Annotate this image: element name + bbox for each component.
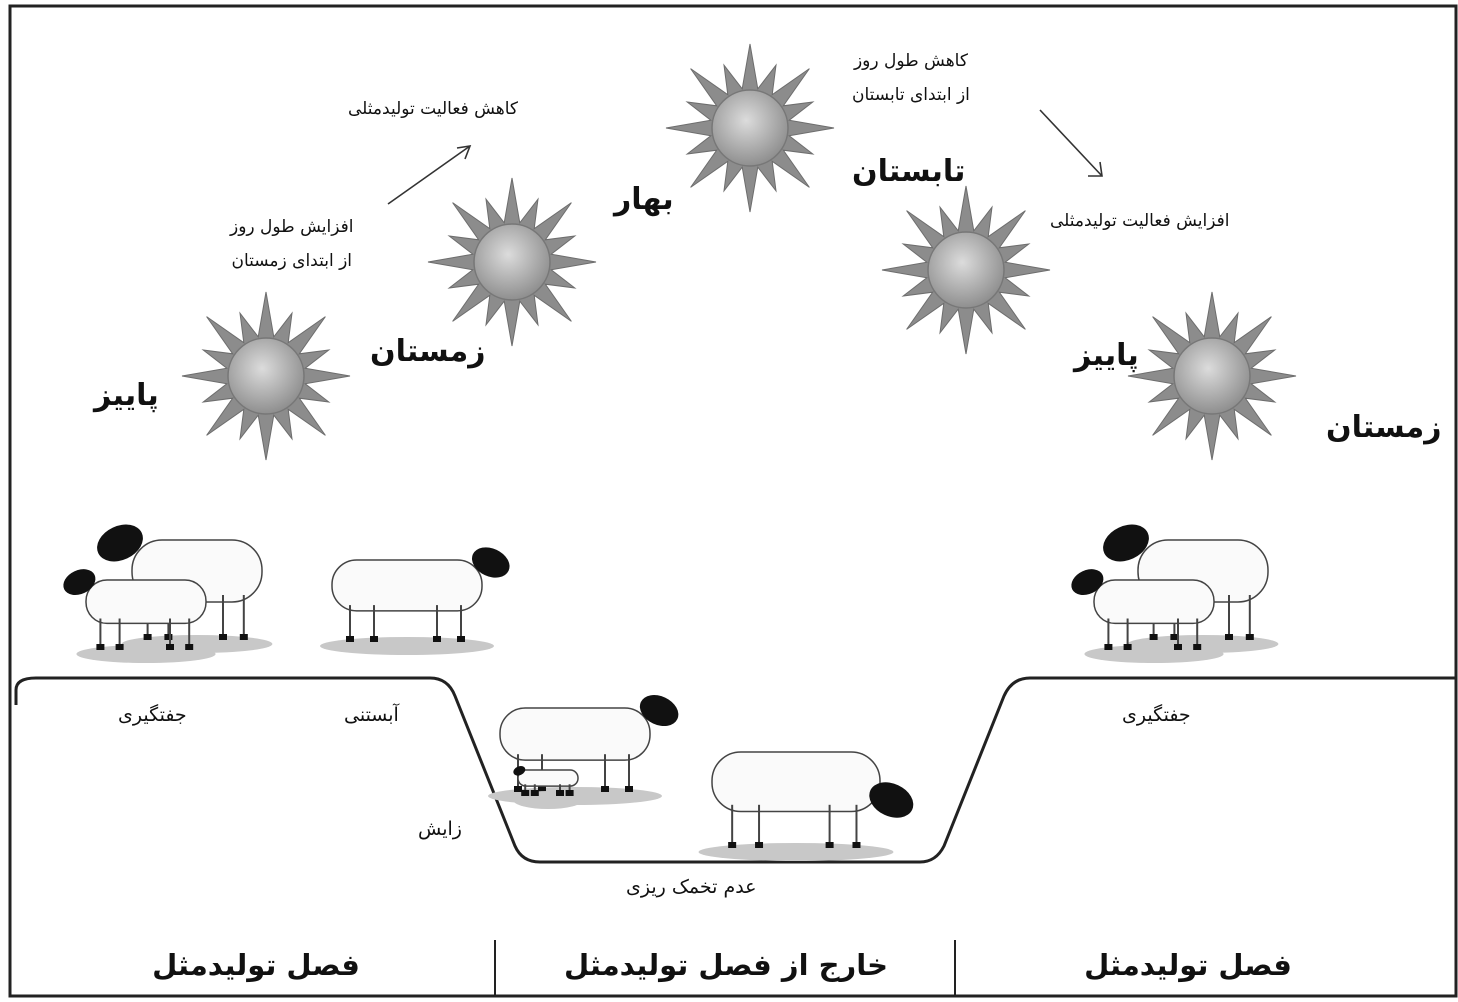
sheep-icon-lambing-ewe	[488, 695, 679, 805]
footer-non-breeding-season: خارج از فصل تولیدمثل	[564, 948, 888, 982]
season-autumn-right: پاییز	[1074, 338, 1139, 373]
sun-icon-autumn-right	[881, 185, 1051, 355]
note-increase-day-length-line1: افزایش طول روز	[230, 217, 354, 237]
arrow-down-right-head	[1088, 161, 1103, 177]
stage-no-ovulation: عدم تخمک ریزی	[626, 876, 757, 898]
sheep-icon-grazing-ewe	[698, 751, 914, 861]
sheep-illustrations	[63, 524, 1279, 861]
activity-curve	[14, 676, 1456, 864]
note-increase-repro-activity: افزایش فعالیت تولیدمثلی	[1050, 211, 1230, 231]
footer-breeding-season-left: فصل تولیدمثل	[152, 948, 360, 982]
arrows	[387, 109, 1103, 205]
stage-lambing: زایش	[418, 818, 462, 840]
note-decrease-day-length-line1: کاهش طول روز	[853, 51, 968, 71]
season-summer: تابستان	[852, 154, 966, 189]
season-spring: بهار	[614, 182, 674, 217]
sun-icon-summer	[665, 43, 835, 213]
season-winter-left: زمستان	[370, 334, 486, 369]
note-decrease-day-length: کاهش طول روز از ابتدای تابستان	[852, 44, 970, 112]
stage-mating-left: جفتگیری	[118, 704, 187, 726]
arrow-down-right	[1039, 109, 1103, 177]
sheep-icon-lamb	[513, 765, 583, 809]
sheep-icon-pregnant-ewe	[320, 547, 510, 655]
stage-pregnancy: آبستنی	[344, 704, 399, 726]
arrow-up-right-head	[456, 144, 472, 160]
sheep-icon-ewe-right	[1071, 569, 1224, 663]
footer-breeding-season-right: فصل تولیدمثل	[1084, 948, 1292, 982]
sun-icons	[181, 43, 1297, 461]
diagram-border	[8, 4, 1458, 998]
note-decrease-repro-activity: کاهش فعالیت تولیدمثلی	[348, 99, 519, 119]
note-increase-day-length-line2: از ابتدای زمستان	[231, 251, 353, 271]
note-decrease-day-length-line2: از ابتدای تابستان	[852, 85, 970, 105]
stage-mating-right: جفتگیری	[1122, 704, 1191, 726]
season-autumn-left: پاییز	[94, 378, 159, 413]
season-winter-right: زمستان	[1326, 410, 1442, 445]
sun-icon-winter-right	[1127, 291, 1297, 461]
note-increase-day-length: افزایش طول روز از ابتدای زمستان	[230, 210, 353, 278]
sun-icon-autumn-left	[181, 291, 351, 461]
sheep-icon-ewe-left	[63, 569, 216, 663]
arrow-up-right	[387, 145, 471, 205]
sun-icon-winter-left	[427, 177, 597, 347]
